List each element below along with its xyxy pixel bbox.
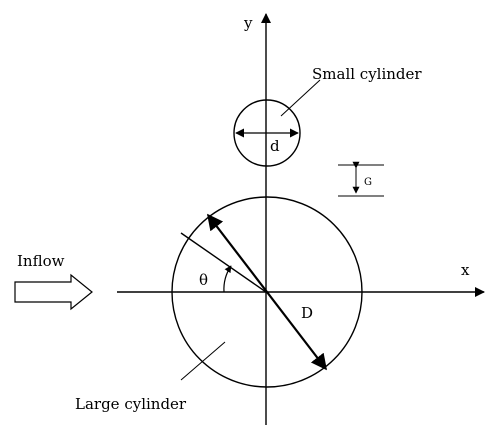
- small-cylinder-leader: [280, 79, 321, 117]
- large-cylinder: [171, 196, 363, 388]
- inflow-label: Inflow: [17, 252, 65, 270]
- small-cylinder: [233, 99, 301, 167]
- angle-ray: [180, 232, 267, 293]
- inflow-arrow-icon: [14, 273, 93, 311]
- small-cylinder-label: Small cylinder: [312, 65, 422, 83]
- large-diameter-arrow: [207, 213, 327, 371]
- gap-label: G: [364, 177, 372, 188]
- large-diameter-label: D: [301, 304, 313, 322]
- y-axis-label: y: [243, 14, 253, 32]
- large-cylinder-label: Large cylinder: [75, 395, 187, 413]
- small-diameter-label: d: [270, 137, 280, 155]
- large-cylinder-leader: [180, 341, 226, 381]
- angle-label: θ: [199, 271, 208, 289]
- angle-arc: [223, 265, 232, 293]
- x-axis-label: x: [461, 261, 470, 279]
